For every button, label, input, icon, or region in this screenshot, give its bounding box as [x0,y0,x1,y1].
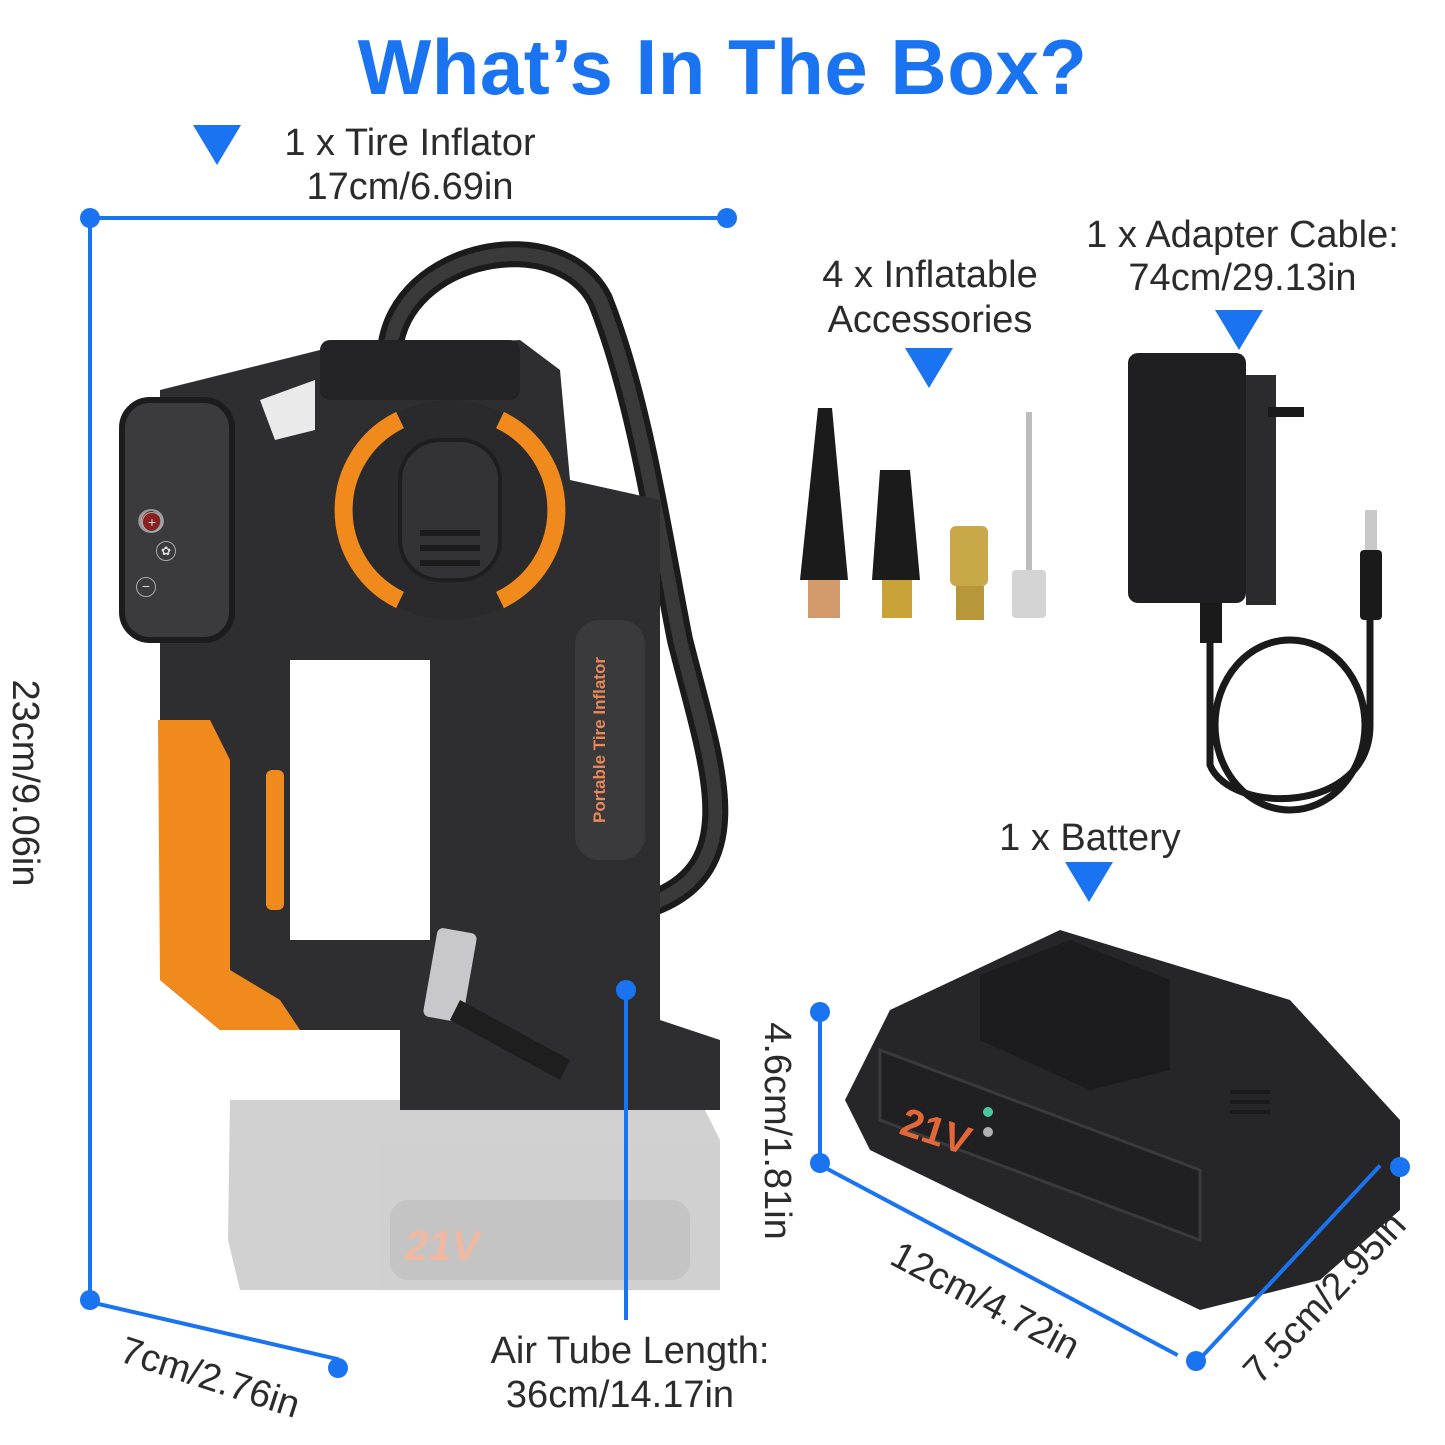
adapter-size: 74cm/29.13in [1128,257,1357,299]
pointer-triangle-icon [1065,862,1113,902]
inflator-depth-label: 7cm/2.76in [115,1329,305,1427]
adapter-cable-image [1128,353,1382,814]
ghost-battery [228,1100,720,1290]
dimension-endpoint-dot [328,1358,348,1378]
width-dimension-line [90,216,727,220]
pointer-triangle-icon [193,125,241,165]
dimension-endpoint-dot [616,980,636,1000]
air-tube-label: Air Tube Length: [490,1330,770,1372]
pointer-triangle-icon [905,348,953,388]
battery-label: 1 x Battery [999,817,1181,859]
height-dimension-line [88,218,92,1300]
battery-image [845,930,1400,1310]
tire-inflator-size: 17cm/6.69in [306,166,514,208]
inflatable-accessories-image [800,408,1046,620]
accessories-label-line1: 4 x Inflatable [822,254,1038,296]
adapter-label: 1 x Adapter Cable: [1086,214,1399,256]
minus-button-icon: − [136,577,156,597]
dimension-endpoint-dot [717,208,737,228]
plus-button-icon: + [142,512,162,532]
product-side-label: Portable Tire Inflator [590,657,609,823]
page-title: What’s In The Box? [357,23,1088,111]
panel-buttons [139,509,163,533]
tire-inflator-label: 1 x Tire Inflator [284,122,536,164]
settings-button-icon: ✿ [156,541,176,561]
pointer-triangle-icon [1215,310,1263,350]
battery-height-dimension-line [818,1012,822,1164]
dimension-endpoint-dot [1390,1157,1410,1177]
dimension-endpoint-dot [810,1002,830,1022]
air-tube-pointer-line [624,990,628,1320]
battery-height-label: 4.6cm/1.81in [756,1022,798,1240]
air-tube-size: 36cm/14.17in [505,1374,735,1416]
tire-inflator-image [119,241,729,1290]
accessories-label-line2: Accessories [827,299,1033,341]
ghost-battery-voltage: 21V [405,1222,480,1269]
inflator-height-label: 23cm/9.06in [4,679,46,887]
